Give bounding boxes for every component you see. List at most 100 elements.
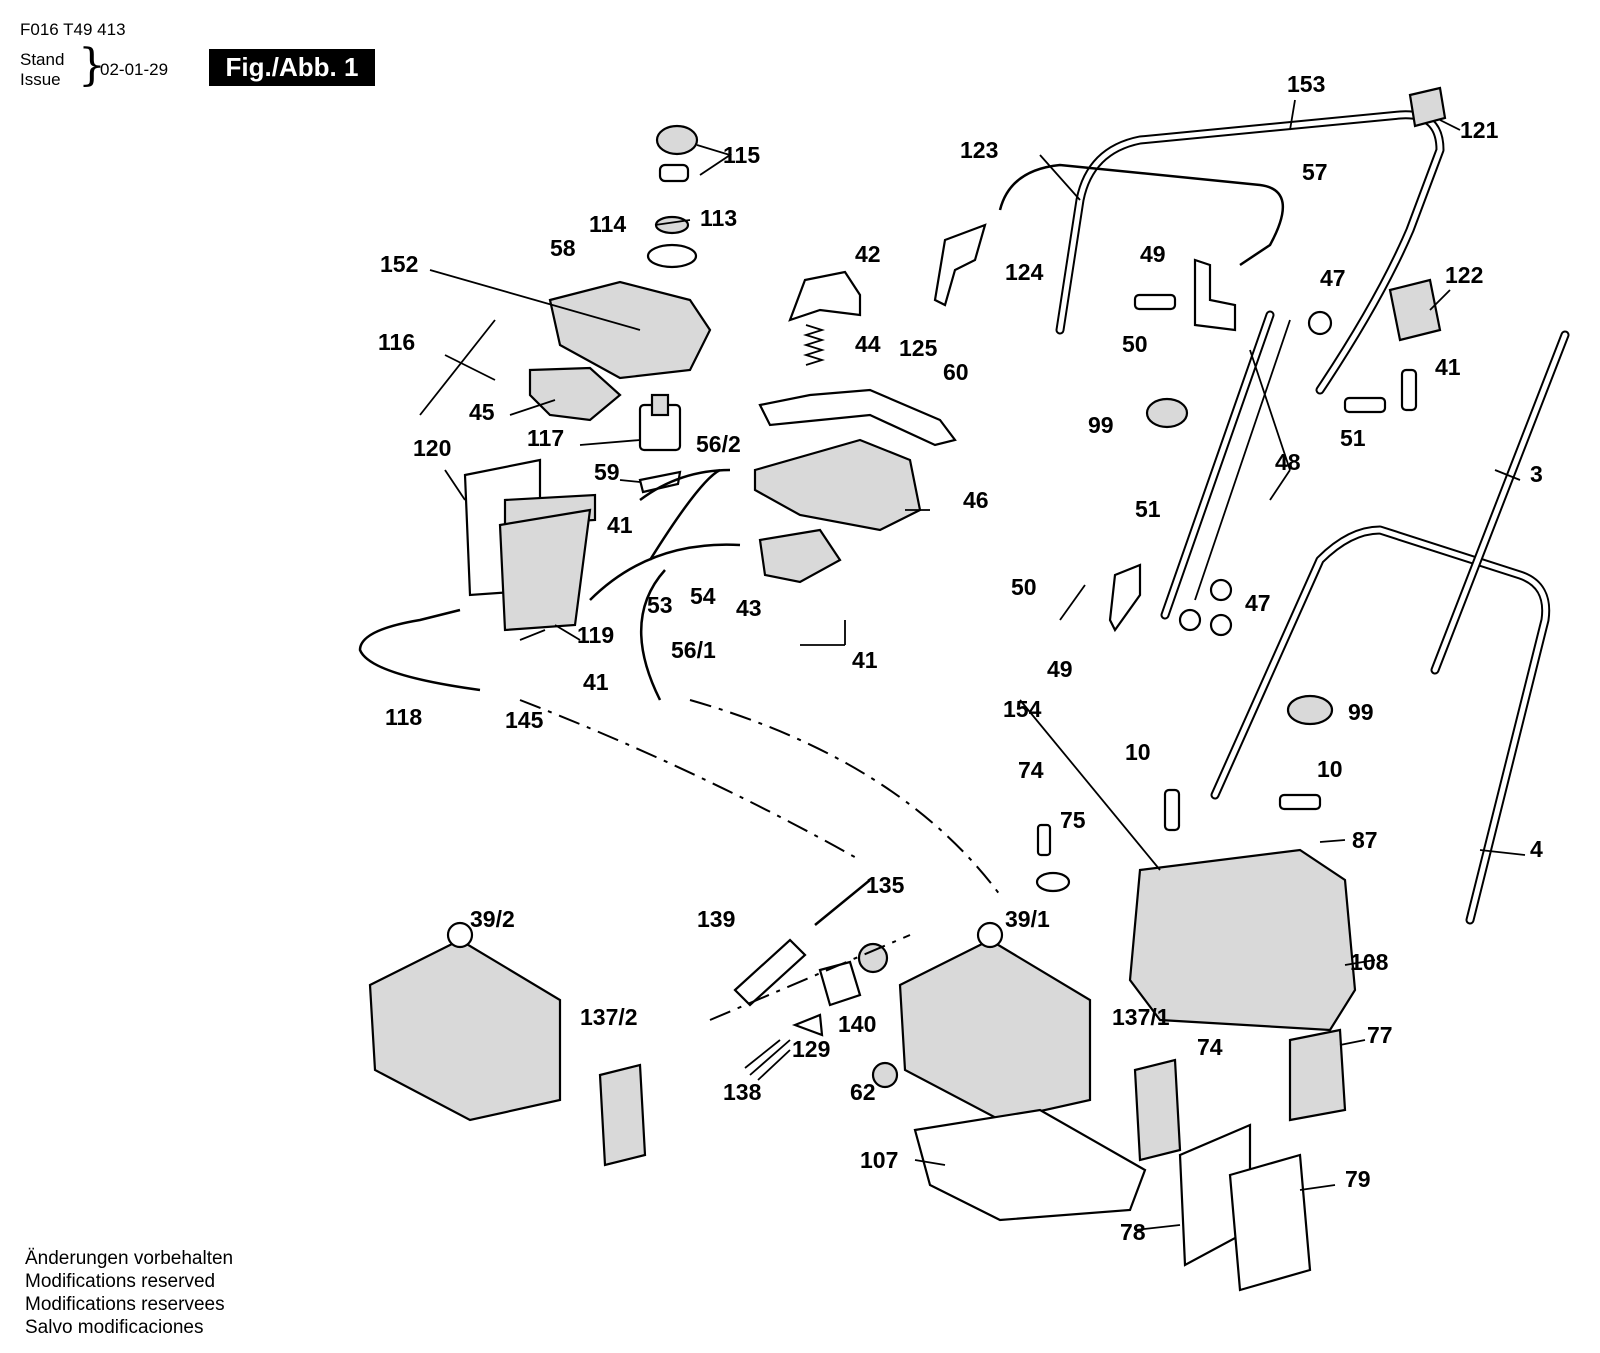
cable-grommet-121 (1408, 86, 1447, 128)
clip-49-upper (1193, 258, 1237, 332)
base-46 (753, 438, 922, 532)
issue-label: Issue (20, 70, 61, 89)
label-45: 45 (469, 399, 495, 425)
label-47-upper: 47 (1320, 265, 1346, 291)
handle-rod-3 (1430, 330, 1570, 675)
label-87: 87 (1352, 827, 1378, 853)
issue-date: 02-01-29 (100, 60, 169, 79)
label-99-upper: 99 (1088, 412, 1114, 438)
label-62: 62 (850, 1079, 876, 1105)
label-152: 152 (380, 251, 418, 277)
label-3: 3 (1530, 461, 1543, 487)
label-51-lower: 51 (1135, 496, 1161, 522)
label-123: 123 (960, 137, 998, 163)
label-153: 153 (1287, 71, 1325, 97)
spring-44 (802, 324, 826, 366)
label-60: 60 (943, 359, 969, 385)
label-42: 42 (855, 241, 881, 267)
motor-39-1 (898, 921, 1092, 1122)
label-51-upper: 51 (1340, 425, 1366, 451)
note-french: Modifications reservees (25, 1294, 225, 1315)
label-113: 113 (700, 205, 737, 231)
label-53: 53 (647, 592, 673, 618)
label-58: 58 (550, 235, 576, 261)
knob-115 (655, 124, 699, 183)
label-122: 122 (1445, 262, 1483, 288)
label-41-mid: 41 (607, 512, 633, 538)
label-119: 119 (577, 622, 614, 648)
modification-notes: Änderungen vorbehalten Modifications res… (25, 1247, 233, 1339)
label-74-lower: 74 (1197, 1034, 1223, 1060)
label-59: 59 (594, 459, 620, 485)
label-77: 77 (1367, 1022, 1393, 1048)
bolt-139 (733, 938, 807, 1007)
deck-107 (913, 1108, 1147, 1222)
label-56-2: 56/2 (696, 431, 741, 457)
spring-138 (744, 1039, 791, 1081)
label-49-lower: 49 (1047, 656, 1073, 682)
label-10-left: 10 (1125, 739, 1151, 765)
label-39-2: 39/2 (470, 906, 515, 932)
upper-handle-bar (998, 110, 1445, 395)
frame-79 (1228, 1153, 1312, 1292)
label-79: 79 (1345, 1166, 1371, 1192)
cover-58 (548, 280, 712, 380)
label-54: 54 (690, 583, 716, 609)
cable-bundle (589, 468, 741, 701)
label-139: 139 (697, 906, 735, 932)
bracket-122 (1388, 278, 1442, 342)
bolt-51-upper (1343, 396, 1387, 414)
label-41-right: 41 (852, 647, 878, 673)
label-57: 57 (1302, 159, 1328, 185)
label-50-lower: 50 (1011, 574, 1037, 600)
label-4: 4 (1530, 836, 1543, 862)
label-74-upper: 74 (1018, 757, 1044, 783)
clamp-99-lower (1286, 694, 1334, 726)
label-137-2: 137/2 (580, 1004, 638, 1030)
label-10-right: 10 (1317, 756, 1343, 782)
label-56-1: 56/1 (671, 637, 716, 663)
document-code: F016 T49 413 (20, 20, 126, 39)
label-114: 114 (589, 211, 626, 237)
label-115: 115 (723, 142, 760, 168)
grass-box-108 (1128, 848, 1357, 1032)
label-125: 125 (899, 335, 938, 361)
label-75: 75 (1060, 807, 1086, 833)
link-125 (933, 223, 987, 307)
motor-39-2 (368, 921, 562, 1122)
handle-rods-48 (1160, 310, 1291, 620)
label-137-1: 137/1 (1112, 1004, 1170, 1030)
screw-74-75 (1035, 823, 1071, 893)
note-english: Modifications reserved (25, 1271, 216, 1292)
control-cable-118 (358, 608, 481, 692)
label-145: 145 (505, 707, 544, 733)
bolt-50-upper (1133, 293, 1177, 311)
clip-59 (638, 470, 682, 494)
clamp-43 (758, 528, 842, 584)
lever-42 (788, 270, 862, 322)
washer-113-114 (646, 215, 698, 269)
part-labels: 153 121 123 57 115 114 113 42 49 47 122 … (378, 71, 1543, 1245)
label-117: 117 (527, 425, 564, 451)
actuator-117 (638, 393, 682, 452)
stand-label: Stand (20, 50, 65, 69)
note-spanish: Salvo modificaciones (25, 1317, 204, 1338)
note-german: Änderungen vorbehalten (25, 1248, 234, 1269)
label-108: 108 (1350, 949, 1389, 975)
switch-45 (528, 366, 622, 422)
label-47-lower: 47 (1245, 590, 1271, 616)
label-78: 78 (1120, 1219, 1146, 1245)
label-39-1: 39/1 (1005, 906, 1050, 932)
label-135: 135 (866, 872, 905, 898)
label-49-upper: 49 (1140, 241, 1166, 267)
stand-issue-labels: Stand Issue (20, 50, 64, 90)
label-50-upper: 50 (1122, 331, 1148, 357)
leader-lines (429, 99, 1526, 1231)
label-140: 140 (838, 1011, 876, 1037)
lever-60 (758, 388, 957, 447)
plate-137-2 (598, 1063, 647, 1167)
clamp-99-upper (1145, 397, 1189, 429)
label-41-upper: 41 (1435, 354, 1461, 380)
label-48: 48 (1275, 449, 1301, 475)
